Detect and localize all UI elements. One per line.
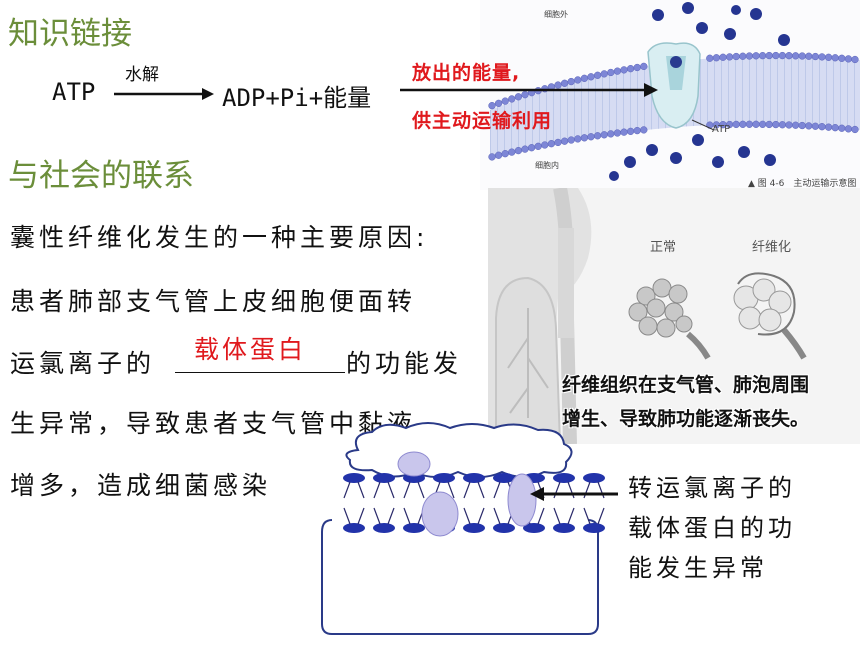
lung-caption-line2: 增生、导致肺功能逐渐丧失。 xyxy=(562,408,810,430)
answer-blank: 载体蛋白 xyxy=(194,335,307,364)
outside-label: 细胞外 xyxy=(544,10,568,19)
atp-label: ATP xyxy=(712,124,731,135)
paragraph-line-3a: 运氯离子的 xyxy=(10,349,156,378)
energy-arrow-icon xyxy=(400,83,658,97)
lung-figure xyxy=(488,188,860,444)
section-title-society: 与社会的联系 xyxy=(8,158,194,194)
diagram-note-line3: 能发生异常 xyxy=(628,554,768,582)
active-transport-figure xyxy=(480,0,860,190)
paragraph-line-5: 增多，造成细菌感染 xyxy=(10,471,272,500)
diagram-note-line2: 载体蛋白的功 xyxy=(628,514,796,542)
normal-label: 正常 xyxy=(650,240,677,255)
section-title-knowledge: 知识链接 xyxy=(8,16,132,52)
inside-label: 细胞内 xyxy=(535,161,559,170)
paragraph-line-1: 囊性纤维化发生的一种主要原因: xyxy=(10,223,429,252)
paragraph-line-3b: 的功能发 xyxy=(346,349,463,378)
equation-products: ADP+Pi+能量 xyxy=(222,84,372,112)
pointer-arrow-icon xyxy=(530,487,618,501)
figure-caption: ▲ 图 4-6 主动运输示意图 xyxy=(748,179,857,189)
paragraph-line-2: 患者肺部支气管上皮细胞便面转 xyxy=(10,287,417,316)
energy-note-line1: 放出的能量, xyxy=(412,62,521,84)
reaction-arrow-icon xyxy=(114,88,214,100)
fibrosis-label: 纤维化 xyxy=(752,240,792,255)
equation-reactant: ATP xyxy=(52,78,96,106)
diagram-note-line1: 转运氯离子的 xyxy=(628,474,796,502)
answer-blank-underline xyxy=(175,372,345,373)
energy-note-line2: 供主动运输利用 xyxy=(412,110,553,132)
arrow-label: 水解 xyxy=(125,65,159,85)
epithelial-cell-diagram xyxy=(321,422,605,635)
lung-caption-line1: 纤维组织在支气管、肺泡周围 xyxy=(562,374,810,396)
paragraph-line-4: 生异常，导致患者支气管中黏液 xyxy=(10,409,417,438)
